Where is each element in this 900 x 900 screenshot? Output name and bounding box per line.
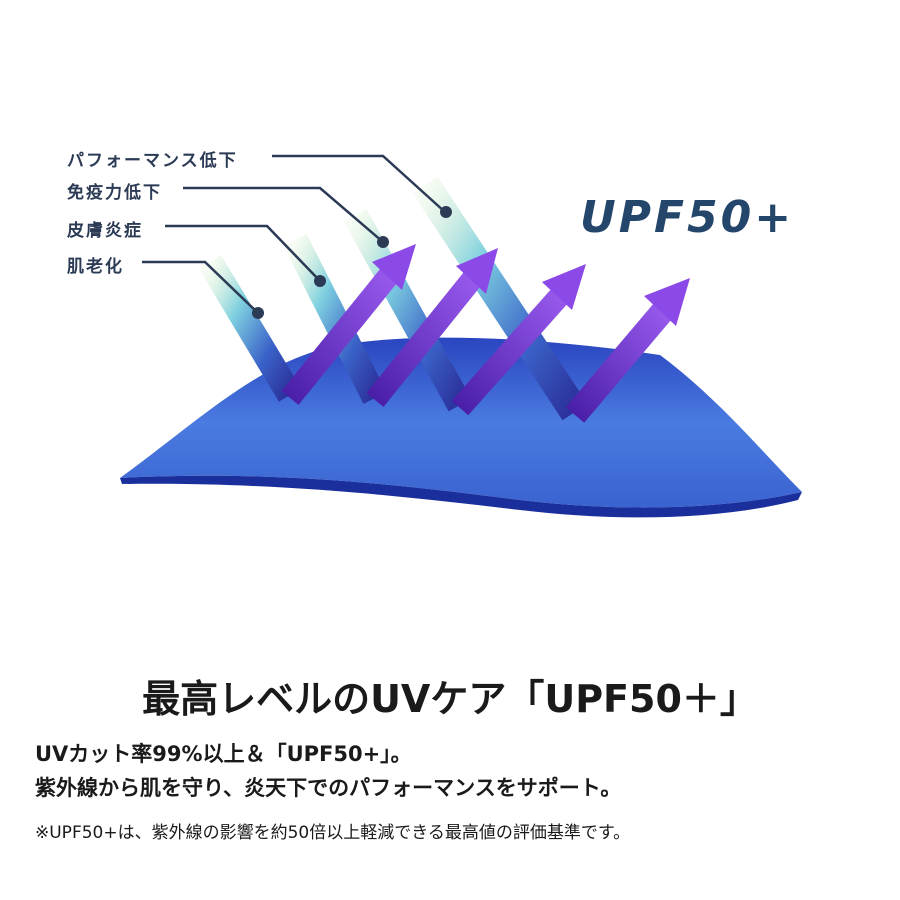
upf-badge: UPF50+ bbox=[580, 192, 795, 243]
body-line-uv-cut: UVカット率99%以上＆「UPF50+」。 bbox=[35, 742, 412, 766]
uv-ray-4 bbox=[412, 176, 588, 421]
reflect-arrow-1 bbox=[281, 244, 416, 405]
callout-label-immunity: 免疫力低下 bbox=[67, 183, 162, 203]
callout-label-skin-aging: 肌老化 bbox=[67, 257, 124, 277]
callout-dot-3 bbox=[314, 275, 326, 287]
reflect-arrow-3 bbox=[451, 264, 586, 416]
reflect-arrow-4 bbox=[565, 278, 690, 423]
body-line-protection: 紫外線から肌を守り、炎天下でのパフォーマンスをサポート。 bbox=[35, 776, 622, 800]
fabric-edge bbox=[120, 475, 802, 518]
uv-ray-2 bbox=[283, 234, 387, 404]
reflect-arrow-2 bbox=[366, 248, 498, 407]
callout-label-skin-inflammation: 皮膚炎症 bbox=[67, 221, 143, 241]
footnote: ※UPF50+は、紫外線の影響を約50倍以上軽減できる最高値の評価基準です。 bbox=[35, 823, 631, 843]
uv-ray-1 bbox=[198, 255, 302, 402]
callout-line-3 bbox=[165, 224, 321, 282]
callout-label-performance: パフォーマンス低下 bbox=[67, 151, 238, 171]
headline: 最高レベルのUVケア「UPF50＋」 bbox=[142, 677, 758, 721]
callout-dot-1 bbox=[440, 206, 452, 218]
callout-line-4 bbox=[142, 260, 259, 314]
callout-dot-4 bbox=[252, 307, 264, 319]
callout-line-2 bbox=[183, 186, 384, 243]
callout-dot-2 bbox=[377, 236, 389, 248]
uv-ray-3 bbox=[343, 208, 472, 412]
uv-protection-illustration bbox=[120, 154, 802, 518]
callout-line-1 bbox=[272, 154, 446, 213]
